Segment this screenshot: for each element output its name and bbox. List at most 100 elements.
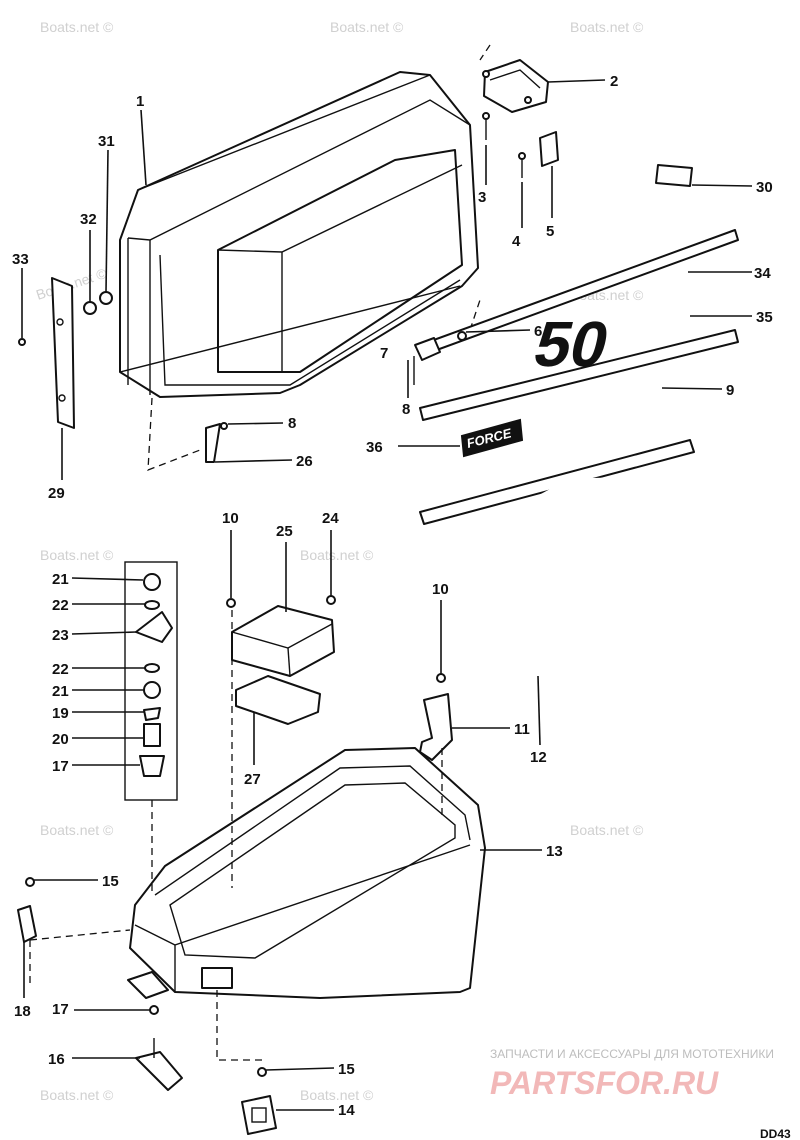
callout-10b: 10 bbox=[432, 581, 449, 598]
callout-21a: 21 bbox=[52, 571, 69, 588]
screw-10 bbox=[226, 598, 236, 608]
bottom-cowl bbox=[127, 747, 486, 999]
callout-3: 3 bbox=[478, 189, 486, 206]
callout-25: 25 bbox=[276, 523, 293, 540]
top-cowl bbox=[119, 71, 479, 398]
nut-6 bbox=[457, 331, 467, 341]
nut-32 bbox=[83, 301, 97, 315]
box-25 bbox=[231, 605, 335, 677]
hardware-stack-frame bbox=[124, 561, 178, 801]
assembly-line bbox=[479, 44, 491, 61]
callout-13: 13 bbox=[546, 843, 563, 860]
banner-brand: PARTSFOR.RU bbox=[490, 1065, 719, 1101]
bracket-29 bbox=[51, 277, 75, 429]
callout-21b: 21 bbox=[52, 683, 69, 700]
callout-18: 18 bbox=[14, 1003, 31, 1020]
hardware-stack bbox=[135, 573, 173, 777]
watermark: Boats.net © bbox=[40, 19, 114, 35]
callout-12: 12 bbox=[530, 749, 547, 766]
bracket-18 bbox=[17, 905, 37, 943]
screw-3-head bbox=[482, 112, 490, 120]
leader-lines bbox=[21, 79, 753, 1111]
callout-14: 14 bbox=[338, 1102, 355, 1119]
callout-9: 9 bbox=[726, 382, 734, 399]
callout-6: 6 bbox=[534, 323, 542, 340]
callout-17a: 17 bbox=[52, 1001, 69, 1018]
callout-33: 33 bbox=[12, 251, 29, 268]
callout-1: 1 bbox=[136, 93, 144, 110]
hole bbox=[56, 318, 64, 326]
screw-4-head bbox=[518, 152, 526, 160]
callout-15a: 15 bbox=[102, 873, 119, 890]
callout-16: 16 bbox=[48, 1051, 65, 1068]
callout-22b: 22 bbox=[52, 661, 69, 678]
partsfor-banner: ЗАПЧАСТИ И АКСЕССУАРЫ ДЛЯ МОТОТЕХНИКИ PA… bbox=[490, 1047, 774, 1101]
screw-24 bbox=[326, 595, 336, 605]
callout-19: 19 bbox=[52, 705, 69, 722]
watermark: Boats.net © bbox=[40, 1087, 114, 1103]
handle-14 bbox=[241, 1095, 277, 1135]
bracket-2 bbox=[482, 59, 549, 113]
watermark: Boats.net © bbox=[300, 547, 374, 563]
plug-17 bbox=[149, 1005, 159, 1015]
callout-4: 4 bbox=[512, 233, 521, 250]
watermark: Boats.net © bbox=[570, 822, 644, 838]
mount bbox=[127, 971, 169, 999]
bracket-11 bbox=[419, 693, 453, 761]
callout-30: 30 bbox=[756, 179, 773, 196]
callout-23: 23 bbox=[52, 627, 69, 644]
force-emblem: FORCE bbox=[460, 418, 524, 458]
watermark: Boats.net © bbox=[300, 1087, 374, 1103]
screw-8b bbox=[220, 422, 228, 430]
watermark: Boats.net © bbox=[330, 19, 404, 35]
handle-opening bbox=[201, 967, 233, 989]
callouts: 1 2 3 4 5 6 7 8 8 9 10 10 11 12 13 14 15… bbox=[12, 73, 773, 1119]
screw-15b bbox=[257, 1067, 267, 1077]
screw-15 bbox=[25, 877, 35, 887]
callout-8a: 8 bbox=[402, 401, 410, 418]
callout-35: 35 bbox=[756, 309, 773, 326]
callout-20: 20 bbox=[52, 731, 69, 748]
callout-34: 34 bbox=[754, 265, 771, 282]
handle-14-hole bbox=[251, 1107, 267, 1123]
callout-27: 27 bbox=[244, 771, 261, 788]
callout-5: 5 bbox=[546, 223, 554, 240]
callout-10a: 10 bbox=[222, 510, 239, 527]
latch-7 bbox=[414, 337, 441, 361]
assembly-line bbox=[29, 929, 131, 941]
stripe-lower bbox=[419, 439, 695, 525]
bracket-26 bbox=[205, 423, 221, 463]
callout-8b: 8 bbox=[288, 415, 296, 432]
callout-31: 31 bbox=[98, 133, 115, 150]
assembly-line bbox=[469, 299, 481, 331]
watermark: Boats.net © bbox=[40, 547, 114, 563]
callout-15b: 15 bbox=[338, 1061, 355, 1078]
decal-30 bbox=[655, 164, 693, 187]
seal-12 bbox=[363, 476, 717, 682]
screw-33 bbox=[18, 338, 26, 346]
pad-27 bbox=[235, 675, 321, 725]
callout-7: 7 bbox=[380, 345, 388, 362]
assembly-line bbox=[216, 990, 262, 1061]
callout-22a: 22 bbox=[52, 597, 69, 614]
callout-11: 11 bbox=[514, 721, 530, 738]
callout-36: 36 bbox=[366, 439, 383, 456]
callout-2: 2 bbox=[610, 73, 618, 90]
latch-16 bbox=[135, 1051, 183, 1091]
callout-24: 24 bbox=[322, 510, 339, 527]
stripe-9 bbox=[419, 329, 739, 421]
callout-26: 26 bbox=[296, 453, 313, 470]
corner-code: DD43 bbox=[760, 1127, 791, 1140]
assembly-line bbox=[147, 397, 201, 471]
hole bbox=[58, 394, 66, 402]
callout-17b: 17 bbox=[52, 758, 69, 775]
washer-31 bbox=[99, 291, 113, 305]
screw-10b bbox=[436, 673, 446, 683]
callout-32: 32 bbox=[80, 211, 97, 228]
banner-tagline: ЗАПЧАСТИ И АКСЕССУАРЫ ДЛЯ МОТОТЕХНИКИ bbox=[490, 1047, 774, 1061]
watermark: Boats.net © bbox=[570, 19, 644, 35]
callout-29: 29 bbox=[48, 485, 65, 502]
watermark: Boats.net © bbox=[40, 822, 114, 838]
plate-5 bbox=[539, 131, 559, 167]
